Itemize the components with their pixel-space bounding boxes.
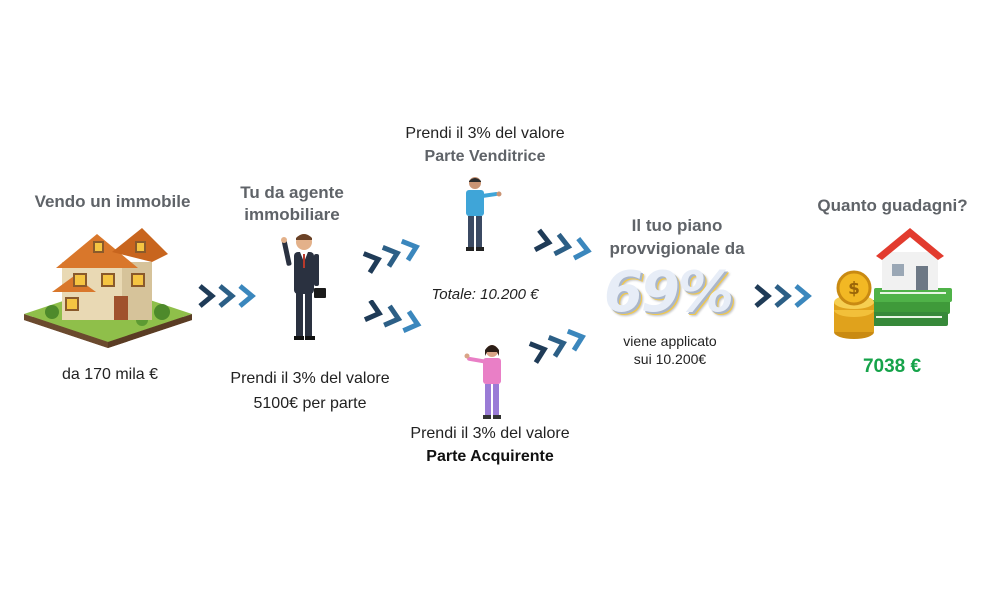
buyer-text: Prendi il 3% del valore Parte Acquirente [380, 422, 600, 468]
plan-caption-line2: sui 10.200€ [633, 351, 707, 367]
seller-text: Prendi il 3% del valore Parte Venditrice [375, 122, 595, 168]
plan-title-line2: provvigionale da [609, 239, 745, 258]
step1-caption: da 170 mila € [61, 366, 159, 383]
plan-caption-line1: viene applicato [623, 333, 717, 349]
buyer-figure [464, 342, 512, 422]
chevron-arrow-down-right-icon [532, 228, 598, 268]
chevron-arrow-icon [752, 282, 816, 310]
seller-line2: Parte Venditrice [424, 148, 546, 165]
plan-caption: viene applicato sui 10.200€ [600, 332, 740, 368]
plan-percent: 69% [603, 260, 734, 325]
step2-caption-line2: 5100€ per parte [253, 395, 367, 412]
house-illustration [22, 222, 194, 352]
agent-figure [278, 232, 330, 344]
step2-title: Tu da agente immobiliare [222, 182, 362, 226]
plan-title-line1: Il tuo piano [631, 216, 723, 235]
buyer-line2: Parte Acquirente [426, 448, 554, 465]
buyer-line1: Prendi il 3% del valore [410, 425, 570, 442]
chevron-arrow-icon [196, 282, 260, 310]
step2-caption-line1: Prendi il 3% del valore [230, 370, 390, 387]
seller-figure [458, 176, 504, 254]
chevron-arrow-up-right-icon [528, 326, 594, 366]
chevron-arrow-up-icon [362, 236, 428, 276]
step2-caption: Prendi il 3% del valore 5100€ per parte [205, 366, 415, 416]
step2-title-line1: Tu da agente [240, 183, 344, 202]
result-amount: 7038 € [862, 356, 922, 377]
chevron-arrow-down-icon [362, 300, 428, 340]
step2-title-line2: immobiliare [244, 205, 340, 224]
money-house-illustration: $ [830, 222, 954, 346]
svg-text:$: $ [848, 279, 860, 299]
total-label: Totale: 10.200 € [431, 286, 539, 303]
seller-line1: Prendi il 3% del valore [405, 125, 565, 142]
step1-title: Vendo un immobile [34, 192, 191, 211]
plan-title: Il tuo piano provvigionale da [592, 214, 762, 260]
result-title: Quanto guadagni? [817, 196, 968, 215]
